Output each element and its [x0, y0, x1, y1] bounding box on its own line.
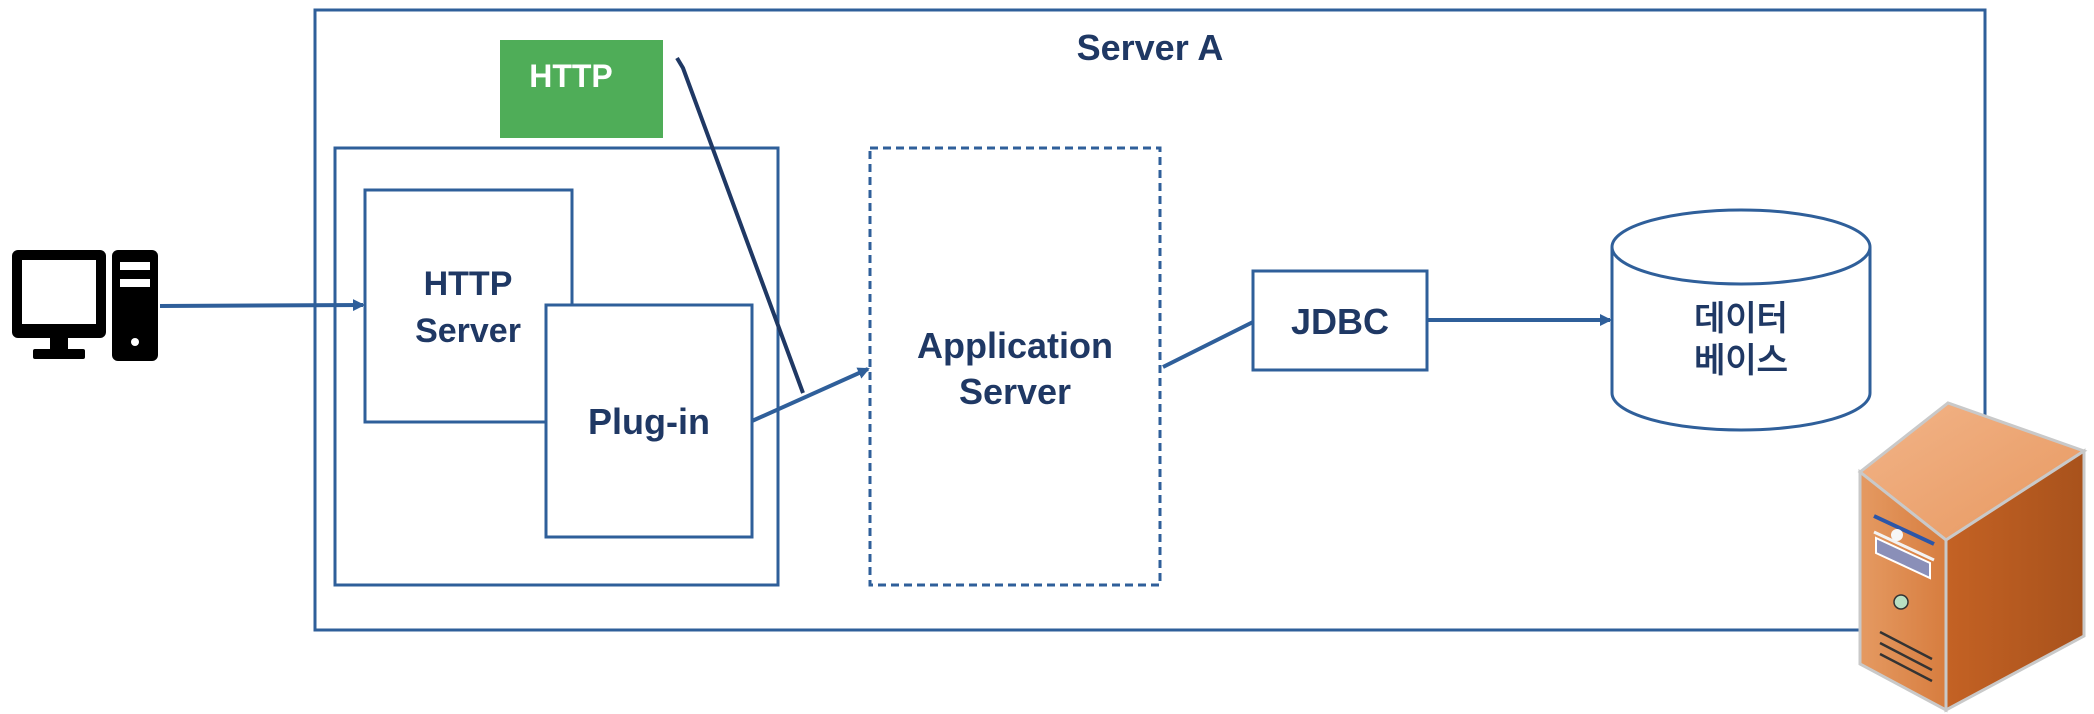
plugin-box [544, 303, 754, 539]
server-a-boundary [313, 8, 1987, 632]
server-a-label: Server A [1077, 27, 1224, 68]
web-server-group [333, 146, 780, 587]
application-server-label-line1: Application [917, 325, 1113, 366]
http-callout-box [500, 40, 663, 138]
plugin-to-application-server-arrow [751, 367, 870, 423]
database-label-line2: 베이스 [1694, 342, 1788, 380]
application-server-label-line2: Server [959, 371, 1071, 412]
jdbc-box [1251, 269, 1429, 372]
server-tower-icon [1857, 401, 2088, 713]
http-server-box [363, 188, 574, 424]
client-to-http-server-arrow [159, 299, 365, 312]
http-server-label-line1: HTTP [424, 265, 513, 303]
application-server-to-jdbc-line [1162, 320, 1254, 369]
http-callout-pointer [675, 56, 805, 394]
application-server-box [868, 146, 1162, 587]
database-label-line1: 데이터 [1694, 300, 1788, 338]
desktop-computer-icon [12, 250, 158, 361]
plugin-label: Plug-in [588, 401, 710, 442]
http-callout-label: HTTP [529, 58, 613, 94]
jdbc-label: JDBC [1291, 301, 1389, 342]
http-server-label-line2: Server [415, 312, 521, 350]
database-cylinder [1610, 208, 1872, 432]
